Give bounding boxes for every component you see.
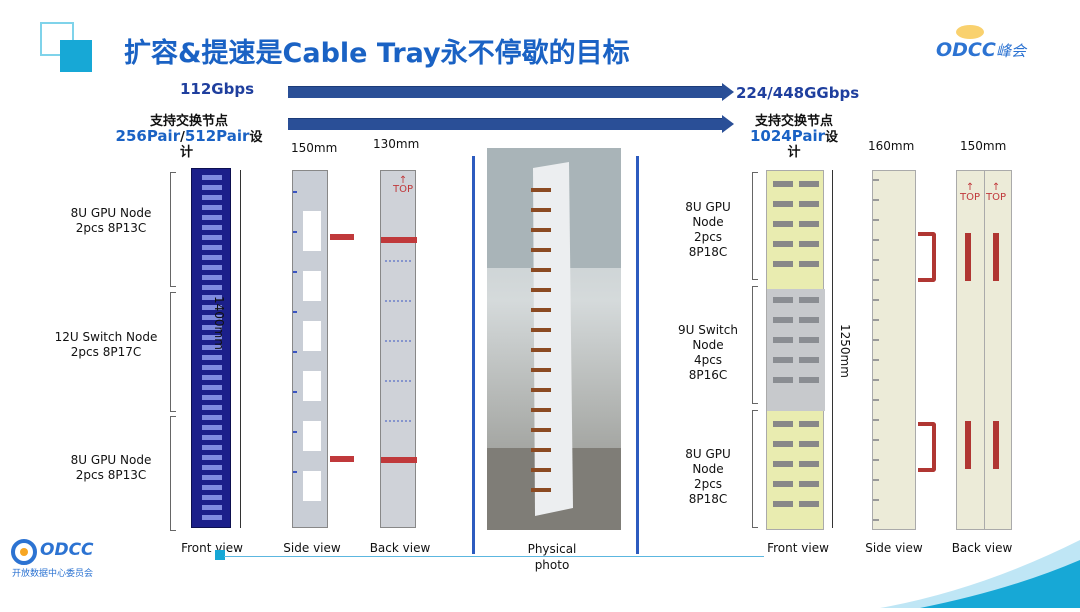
support-right: 支持交换节点 1024Pair设 计	[749, 114, 838, 160]
back-view-tray-right	[956, 170, 1012, 530]
bottom-line	[224, 556, 764, 557]
width-150: 150mm	[291, 141, 338, 155]
top-arrow-icon-2: ↑TOP	[986, 182, 1007, 203]
top-arrow-icon-1: ↑TOP	[960, 182, 981, 203]
svg-text:峰会: 峰会	[996, 42, 1028, 60]
bottom-marker	[215, 550, 225, 560]
page-title: 扩容&提速是Cable Tray永不停歇的目标	[124, 38, 630, 69]
back-view-tray-left	[380, 170, 417, 528]
brace-right-top	[752, 172, 758, 280]
handle-top-right-side	[918, 232, 936, 282]
label-front-view-right: Front view	[767, 541, 829, 555]
support-left: 支持交换节点 256Pair/512Pair设 计	[115, 114, 263, 160]
top-arrow-icon: ↑TOP	[393, 175, 414, 195]
label-back-view-right: Back view	[951, 541, 1013, 555]
brace-right-mid	[752, 286, 758, 404]
side-view-tray-right	[872, 170, 916, 530]
speed-arrow	[288, 86, 724, 98]
brace-right-bot	[752, 410, 758, 528]
speed-arrow-head	[722, 83, 734, 101]
width-150-back: 150mm	[960, 139, 1007, 153]
side-bracket-bot	[330, 456, 354, 462]
front-view-tray-left	[191, 168, 231, 528]
pair-arrow	[288, 118, 724, 130]
label-back-view: Back view	[369, 541, 431, 555]
height-line-left	[240, 170, 241, 528]
speed-right: 224/448GGbps	[736, 84, 860, 102]
physical-photo	[487, 148, 621, 530]
label-side-view: Side view	[283, 541, 341, 555]
odcc-logo: ODCC 开放数据中心委员会	[11, 539, 94, 579]
height-left: 1400mm	[212, 296, 226, 350]
svg-text:ODCC: ODCC	[936, 39, 996, 61]
separator-left	[472, 156, 475, 554]
wave-decoration	[880, 520, 1080, 608]
width-160: 160mm	[868, 139, 915, 153]
height-line-right	[832, 170, 833, 528]
brace-bot	[170, 416, 176, 531]
handle-bot-right-side	[918, 422, 936, 472]
event-logo: ODCC 峰会	[930, 18, 1070, 68]
separator-right	[636, 156, 639, 554]
side-view-tray-left	[292, 170, 328, 528]
label-side-view-right: Side view	[865, 541, 923, 555]
front-view-tray-right	[766, 170, 825, 530]
label-front-view: Front view	[181, 541, 243, 555]
width-130: 130mm	[373, 137, 420, 151]
brace-top	[170, 172, 176, 287]
pair-arrow-head	[722, 115, 734, 133]
height-right: 1250mm	[838, 324, 852, 378]
corner-decoration	[40, 22, 92, 72]
brace-mid	[170, 292, 176, 412]
speed-left: 112Gbps	[180, 80, 255, 98]
side-bracket-top	[330, 234, 354, 240]
